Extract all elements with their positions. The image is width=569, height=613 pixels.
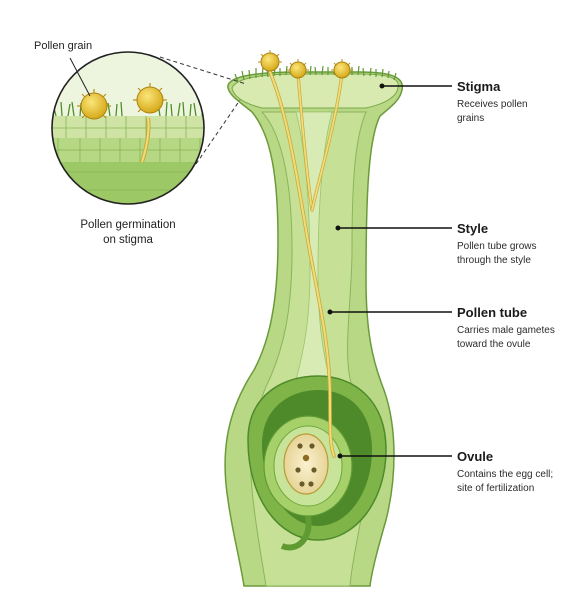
stigma-desc-line2: grains	[457, 112, 528, 126]
stigma-label: Stigma Receives pollen grains	[457, 79, 528, 126]
stigma-desc-line1: Receives pollen	[457, 98, 528, 112]
style-label: Style Pollen tube grows through the styl…	[457, 221, 537, 268]
pollen-tube-label: Pollen tube Carries male gametes toward …	[457, 305, 555, 352]
stigma-dome	[232, 74, 398, 108]
embryo-sac	[284, 434, 328, 494]
inset-magnifier	[50, 50, 246, 212]
pollen-tube-desc-line1: Carries male gametes	[457, 324, 555, 338]
inset-caption-line2: on stigma	[60, 233, 196, 248]
inset-caption: Pollen germination on stigma	[60, 218, 196, 248]
ovule-desc-line1: Contains the egg cell;	[457, 468, 553, 482]
style-desc-line1: Pollen tube grows	[457, 240, 537, 254]
style-desc-line2: through the style	[457, 254, 537, 268]
pollen-tube-title: Pollen tube	[457, 305, 555, 320]
ovule-label: Ovule Contains the egg cell; site of fer…	[457, 449, 553, 496]
pollen-grain-label: Pollen grain	[34, 40, 92, 52]
stigma-title: Stigma	[457, 79, 528, 94]
style-title: Style	[457, 221, 537, 236]
ovule-title: Ovule	[457, 449, 553, 464]
pollen-tube-desc-line2: toward the ovule	[457, 338, 555, 352]
egg-cell	[303, 455, 309, 461]
ovule-desc-line2: site of fertilization	[457, 482, 553, 496]
inset-caption-line1: Pollen germination	[60, 218, 196, 233]
